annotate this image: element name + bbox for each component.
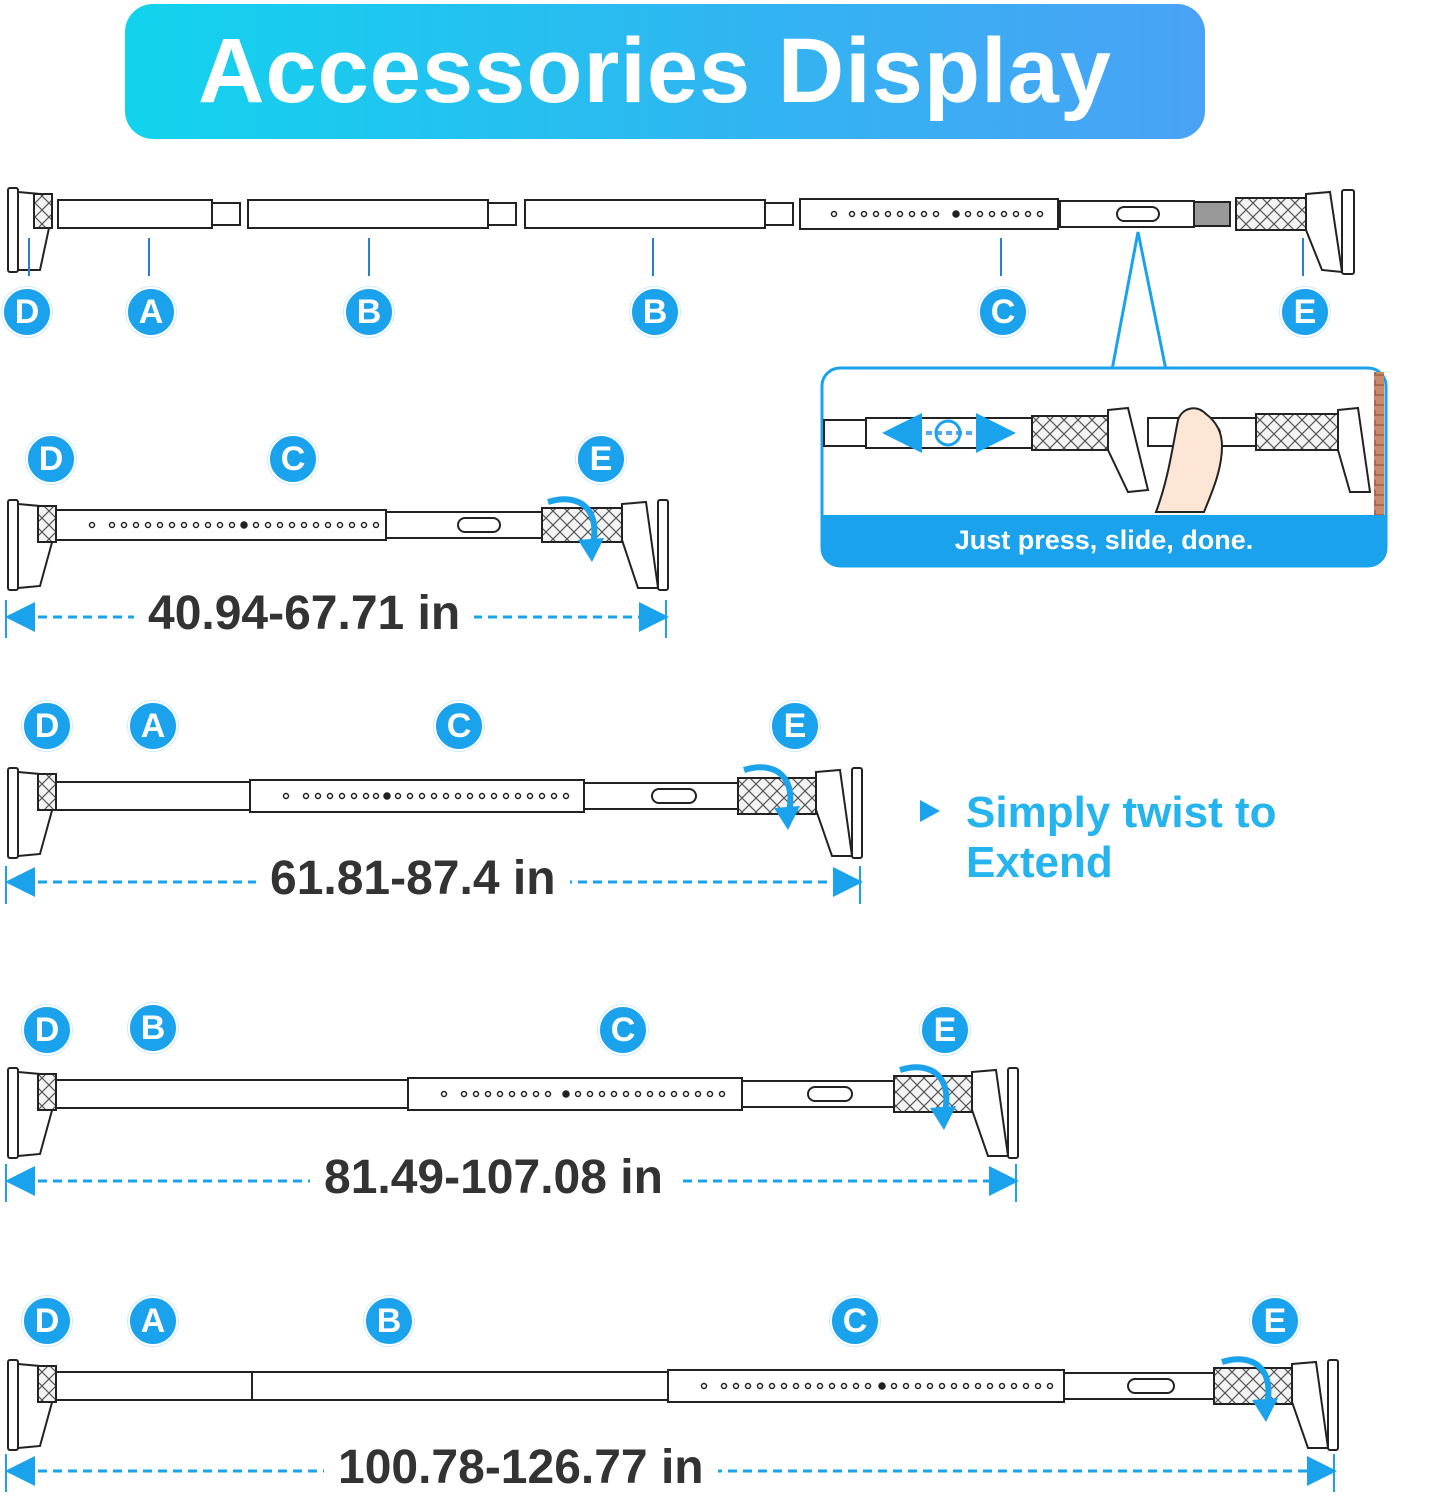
rotate-arrow-icon — [547, 496, 598, 549]
hand-icon — [1154, 407, 1224, 513]
exploded-rod — [7, 187, 1355, 275]
part-label-b: B — [128, 1003, 178, 1053]
rod-config-4 — [7, 1359, 1339, 1451]
part-label-a: A — [128, 701, 178, 751]
part-label-b: B — [344, 287, 394, 337]
part-label-c: C — [434, 701, 484, 751]
leader-c — [1000, 238, 1002, 276]
callout-caption: Just press, slide, done. — [822, 515, 1386, 566]
leader-a — [148, 238, 150, 276]
part-label-c: C — [830, 1296, 880, 1346]
part-label-d: D — [22, 1296, 72, 1346]
rod-config-1 — [7, 499, 669, 591]
part-label-d: D — [26, 434, 76, 484]
part-label-c: C — [978, 287, 1028, 337]
part-label-e: E — [1250, 1296, 1300, 1346]
part-label-a: A — [126, 287, 176, 337]
rod-config-3 — [7, 1067, 1019, 1159]
tube-c-holes — [830, 210, 1044, 218]
header-banner: Accessories Display — [125, 4, 1205, 139]
page-title: Accessories Display — [198, 20, 1112, 122]
part-label-d: D — [22, 701, 72, 751]
rod-config-2 — [7, 767, 863, 859]
play-arrow-icon — [920, 800, 940, 822]
part-label-e: E — [576, 434, 626, 484]
length-range-1: 40.94-67.71 in — [134, 586, 475, 641]
leader-b2 — [652, 238, 654, 276]
part-label-a: A — [128, 1296, 178, 1346]
part-label-e: E — [1280, 287, 1330, 337]
part-label-d: D — [22, 1005, 72, 1055]
length-range-3: 81.49-107.08 in — [310, 1150, 677, 1205]
callout-pointer — [1110, 231, 1168, 371]
part-label-c: C — [268, 434, 318, 484]
length-range-2: 61.81-87.4 in — [256, 851, 570, 906]
part-label-b: B — [364, 1296, 414, 1346]
leader-d — [28, 238, 30, 276]
leader-e — [1302, 238, 1304, 276]
length-range-4: 100.78-126.77 in — [324, 1440, 718, 1495]
part-label-c: C — [598, 1005, 648, 1055]
part-label-b: B — [630, 287, 680, 337]
part-label-e: E — [920, 1005, 970, 1055]
part-label-d: D — [2, 287, 52, 337]
part-label-e: E — [770, 701, 820, 751]
twist-instruction: Simply twist to Extend — [966, 788, 1277, 887]
leader-b1 — [368, 238, 370, 276]
